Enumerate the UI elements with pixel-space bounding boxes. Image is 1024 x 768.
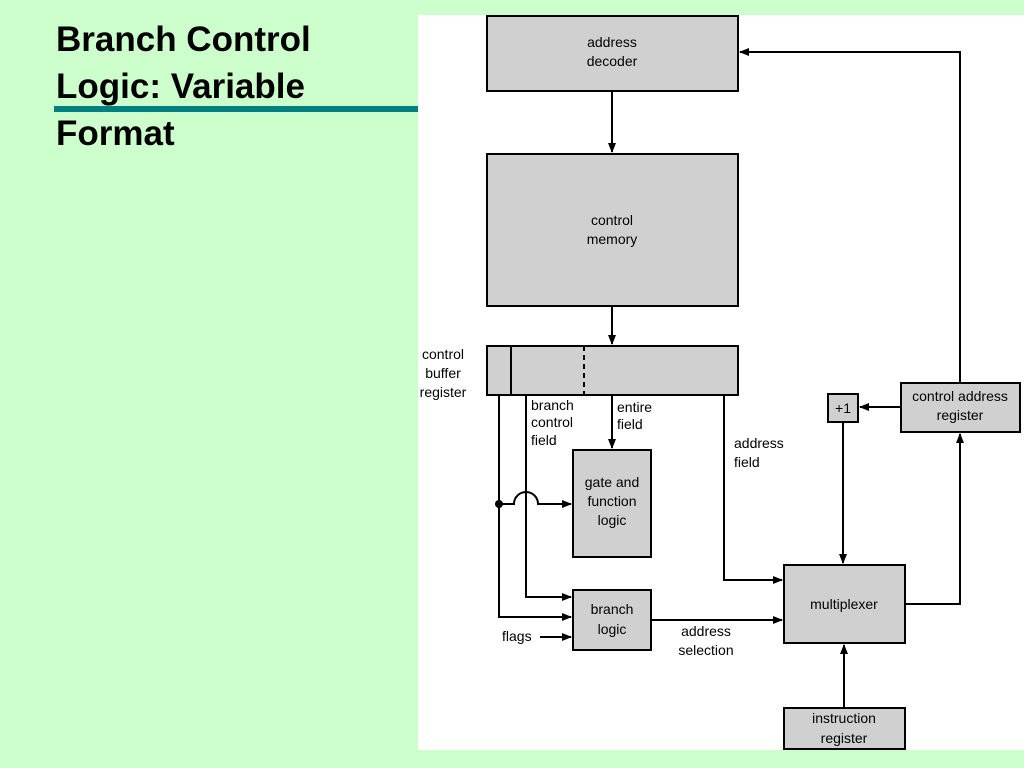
as-label-1: address <box>681 623 731 639</box>
instruction-register-box: instruction register <box>783 707 906 750</box>
flags-label: flags <box>502 628 532 644</box>
control-memory-label-1: control <box>591 212 633 228</box>
control-memory-box: control memory <box>486 153 739 307</box>
gate-label-2: function <box>587 493 636 509</box>
slide-title: Branch Control Logic: Variable Format <box>56 16 416 157</box>
address-field-to-mux <box>723 395 783 584</box>
ir-label-2: register <box>821 730 868 746</box>
ir-label-1: instruction <box>812 710 876 726</box>
junction-dot <box>495 500 503 508</box>
control-memory-label-2: memory <box>587 231 638 247</box>
car-label-2: register <box>937 407 984 423</box>
left-line-to-branch-logic <box>498 395 572 621</box>
car-to-decoder <box>739 48 961 383</box>
cbr-label-3: register <box>420 384 467 400</box>
branch-logic-label-1: branch <box>591 601 634 617</box>
address-decoder-label-2: decoder <box>587 53 638 69</box>
plus-one-label: +1 <box>835 400 851 416</box>
ef-label-2: field <box>617 416 643 432</box>
title-line-1: Branch Control <box>56 20 311 59</box>
mux-to-car <box>905 433 964 605</box>
ef-label-1: entire <box>617 399 652 415</box>
multiplexer-box: multiplexer <box>783 564 906 644</box>
entire-field-label: entire field <box>617 399 652 432</box>
bcf-label-2: control <box>531 414 573 430</box>
branch-field-to-branch-logic <box>525 395 572 601</box>
crossover-to-gate-logic <box>499 491 572 508</box>
address-field-label: address field <box>734 435 784 470</box>
address-decoder-box: address decoder <box>486 15 739 92</box>
control-buffer-register-label: control buffer register <box>420 346 467 400</box>
address-selection-label: address selection <box>678 623 733 658</box>
bcf-label-3: field <box>531 432 557 448</box>
branch-control-field-label: branch control field <box>531 397 574 448</box>
as-label-2: selection <box>678 642 733 658</box>
gate-function-logic-box: gate and function logic <box>572 449 652 558</box>
car-label-1: control address <box>912 388 1008 404</box>
cbr-label-2: buffer <box>425 365 461 381</box>
af-label-1: address <box>734 435 784 451</box>
branch-logic-label-2: logic <box>598 621 627 637</box>
diagram-panel: address decoder control memory control b… <box>418 15 1024 750</box>
gate-label-1: gate and <box>585 474 640 490</box>
control-buffer-register-box <box>486 345 739 396</box>
af-label-2: field <box>734 454 760 470</box>
cbr-label-1: control <box>422 346 464 362</box>
branch-control-diagram: address decoder control memory control b… <box>420 15 1021 750</box>
gate-label-3: logic <box>598 512 627 528</box>
title-line-2: Logic: Variable <box>56 67 305 106</box>
branch-logic-box: branch logic <box>572 589 652 651</box>
title-line-3: Format <box>56 114 175 153</box>
address-decoder-label-1: address <box>587 34 637 50</box>
multiplexer-label: multiplexer <box>810 596 878 612</box>
control-address-register-box: control address register <box>900 382 1021 433</box>
plus-one-box: +1 <box>827 393 859 423</box>
title-underline <box>54 106 418 112</box>
bcf-label-1: branch <box>531 397 574 413</box>
